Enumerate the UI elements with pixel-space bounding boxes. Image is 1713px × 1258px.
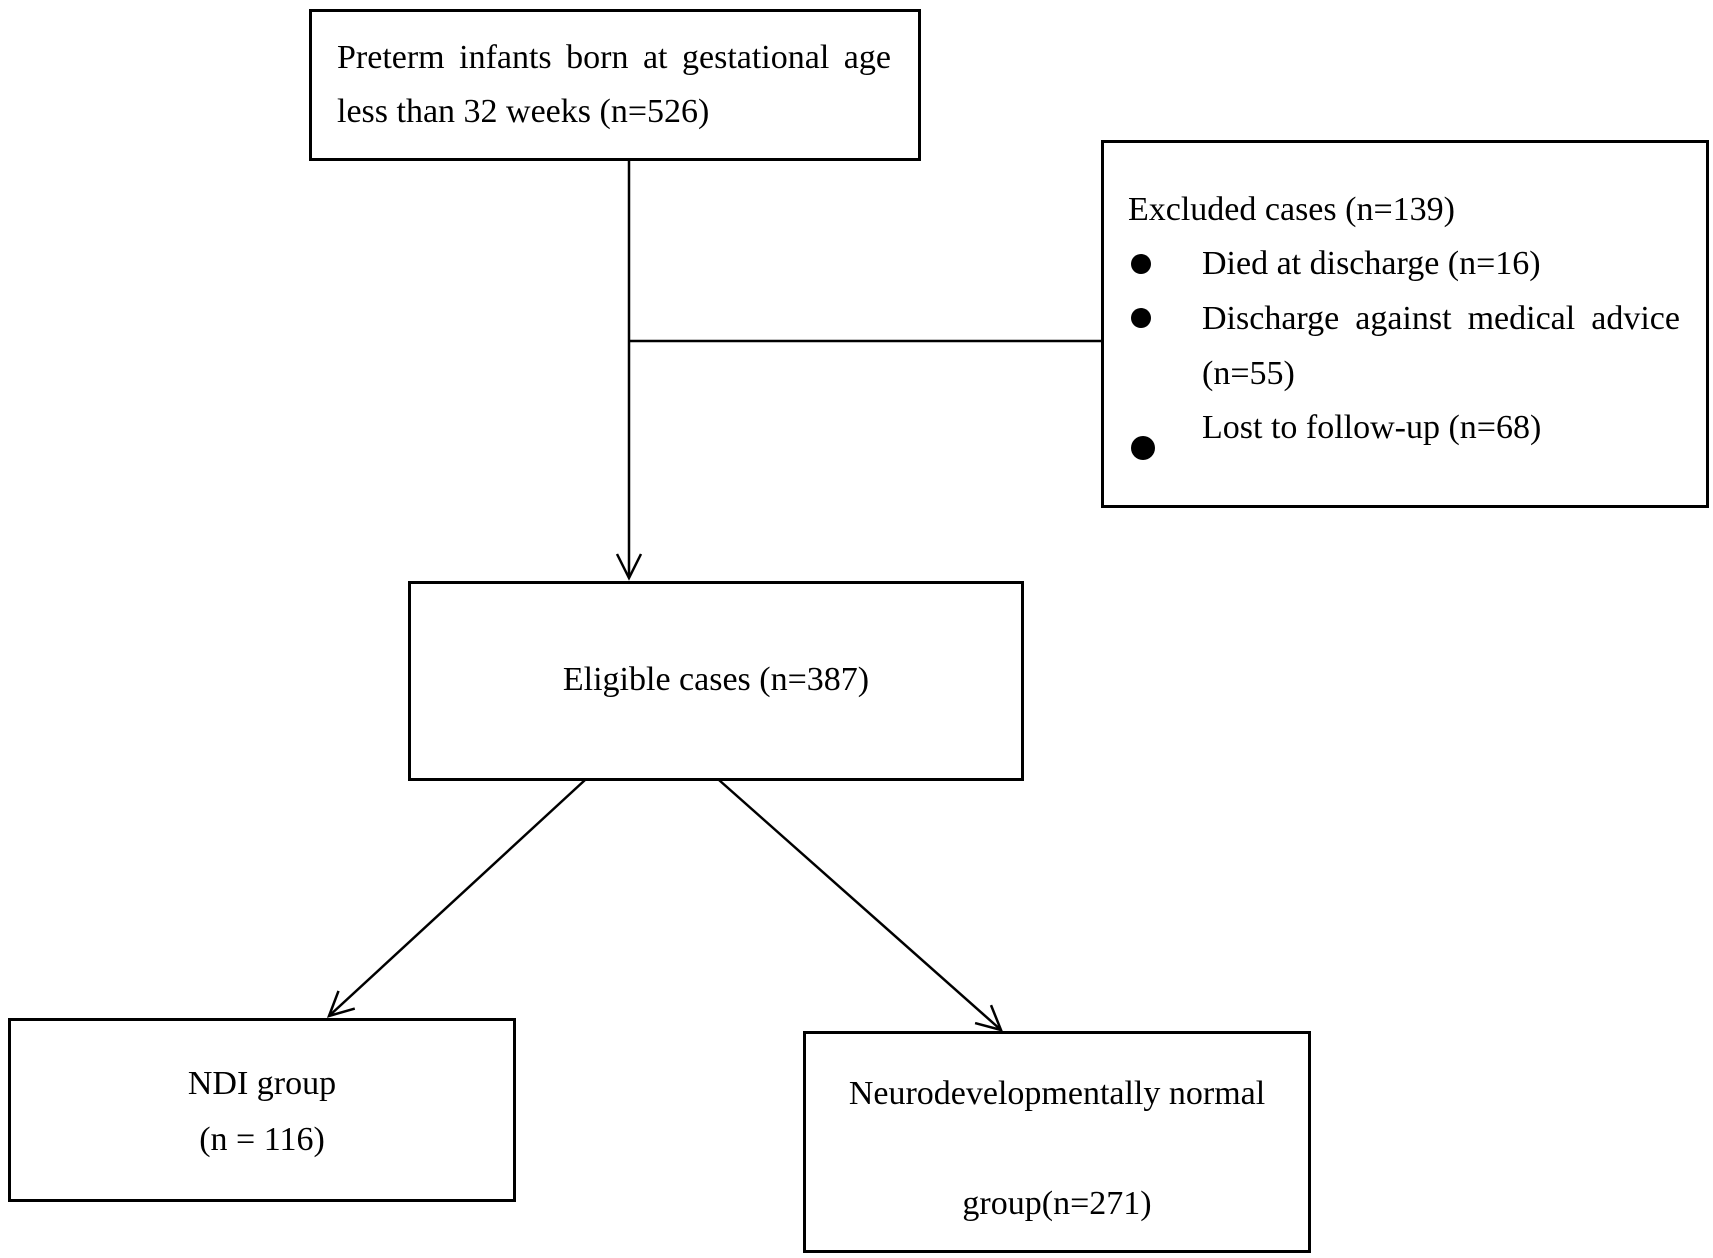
- excluded-reason-discharge-line2: (n=55): [1202, 355, 1295, 392]
- start-population-box: [309, 9, 921, 161]
- normal-group-label: Neurodevelopmentally normal: [848, 1075, 1266, 1112]
- start-population-line2: less than 32 weeks (n=526): [337, 93, 710, 130]
- excluded-reason-discharge-line1: Discharge against medical advice: [1202, 300, 1680, 337]
- eligible-cases-label: Eligible cases (n=387): [562, 661, 870, 698]
- ndi-group-box: [8, 1018, 516, 1202]
- start-population-line1: Preterm infants born at gestational age: [337, 39, 891, 76]
- ndi-group-label: NDI group: [187, 1065, 337, 1102]
- bullet-icon: [1131, 308, 1151, 328]
- ndi-group-count: (n = 116): [199, 1121, 325, 1158]
- excluded-cases-box: [1101, 140, 1709, 508]
- normal-group-box: [803, 1031, 1311, 1253]
- arrow-eligible-to-ndi: [326, 779, 586, 1018]
- excluded-reason-lost: Lost to follow-up (n=68): [1202, 409, 1542, 446]
- bullet-icon: [1131, 254, 1151, 274]
- eligible-cases-box: [408, 581, 1024, 781]
- bullet-icon: [1131, 436, 1155, 460]
- excluded-cases-title: Excluded cases (n=139): [1128, 191, 1455, 228]
- normal-group-count: group(n=271): [962, 1185, 1152, 1222]
- excluded-reason-died: Died at discharge (n=16): [1202, 245, 1541, 282]
- arrow-eligible-to-normal: [718, 779, 1004, 1032]
